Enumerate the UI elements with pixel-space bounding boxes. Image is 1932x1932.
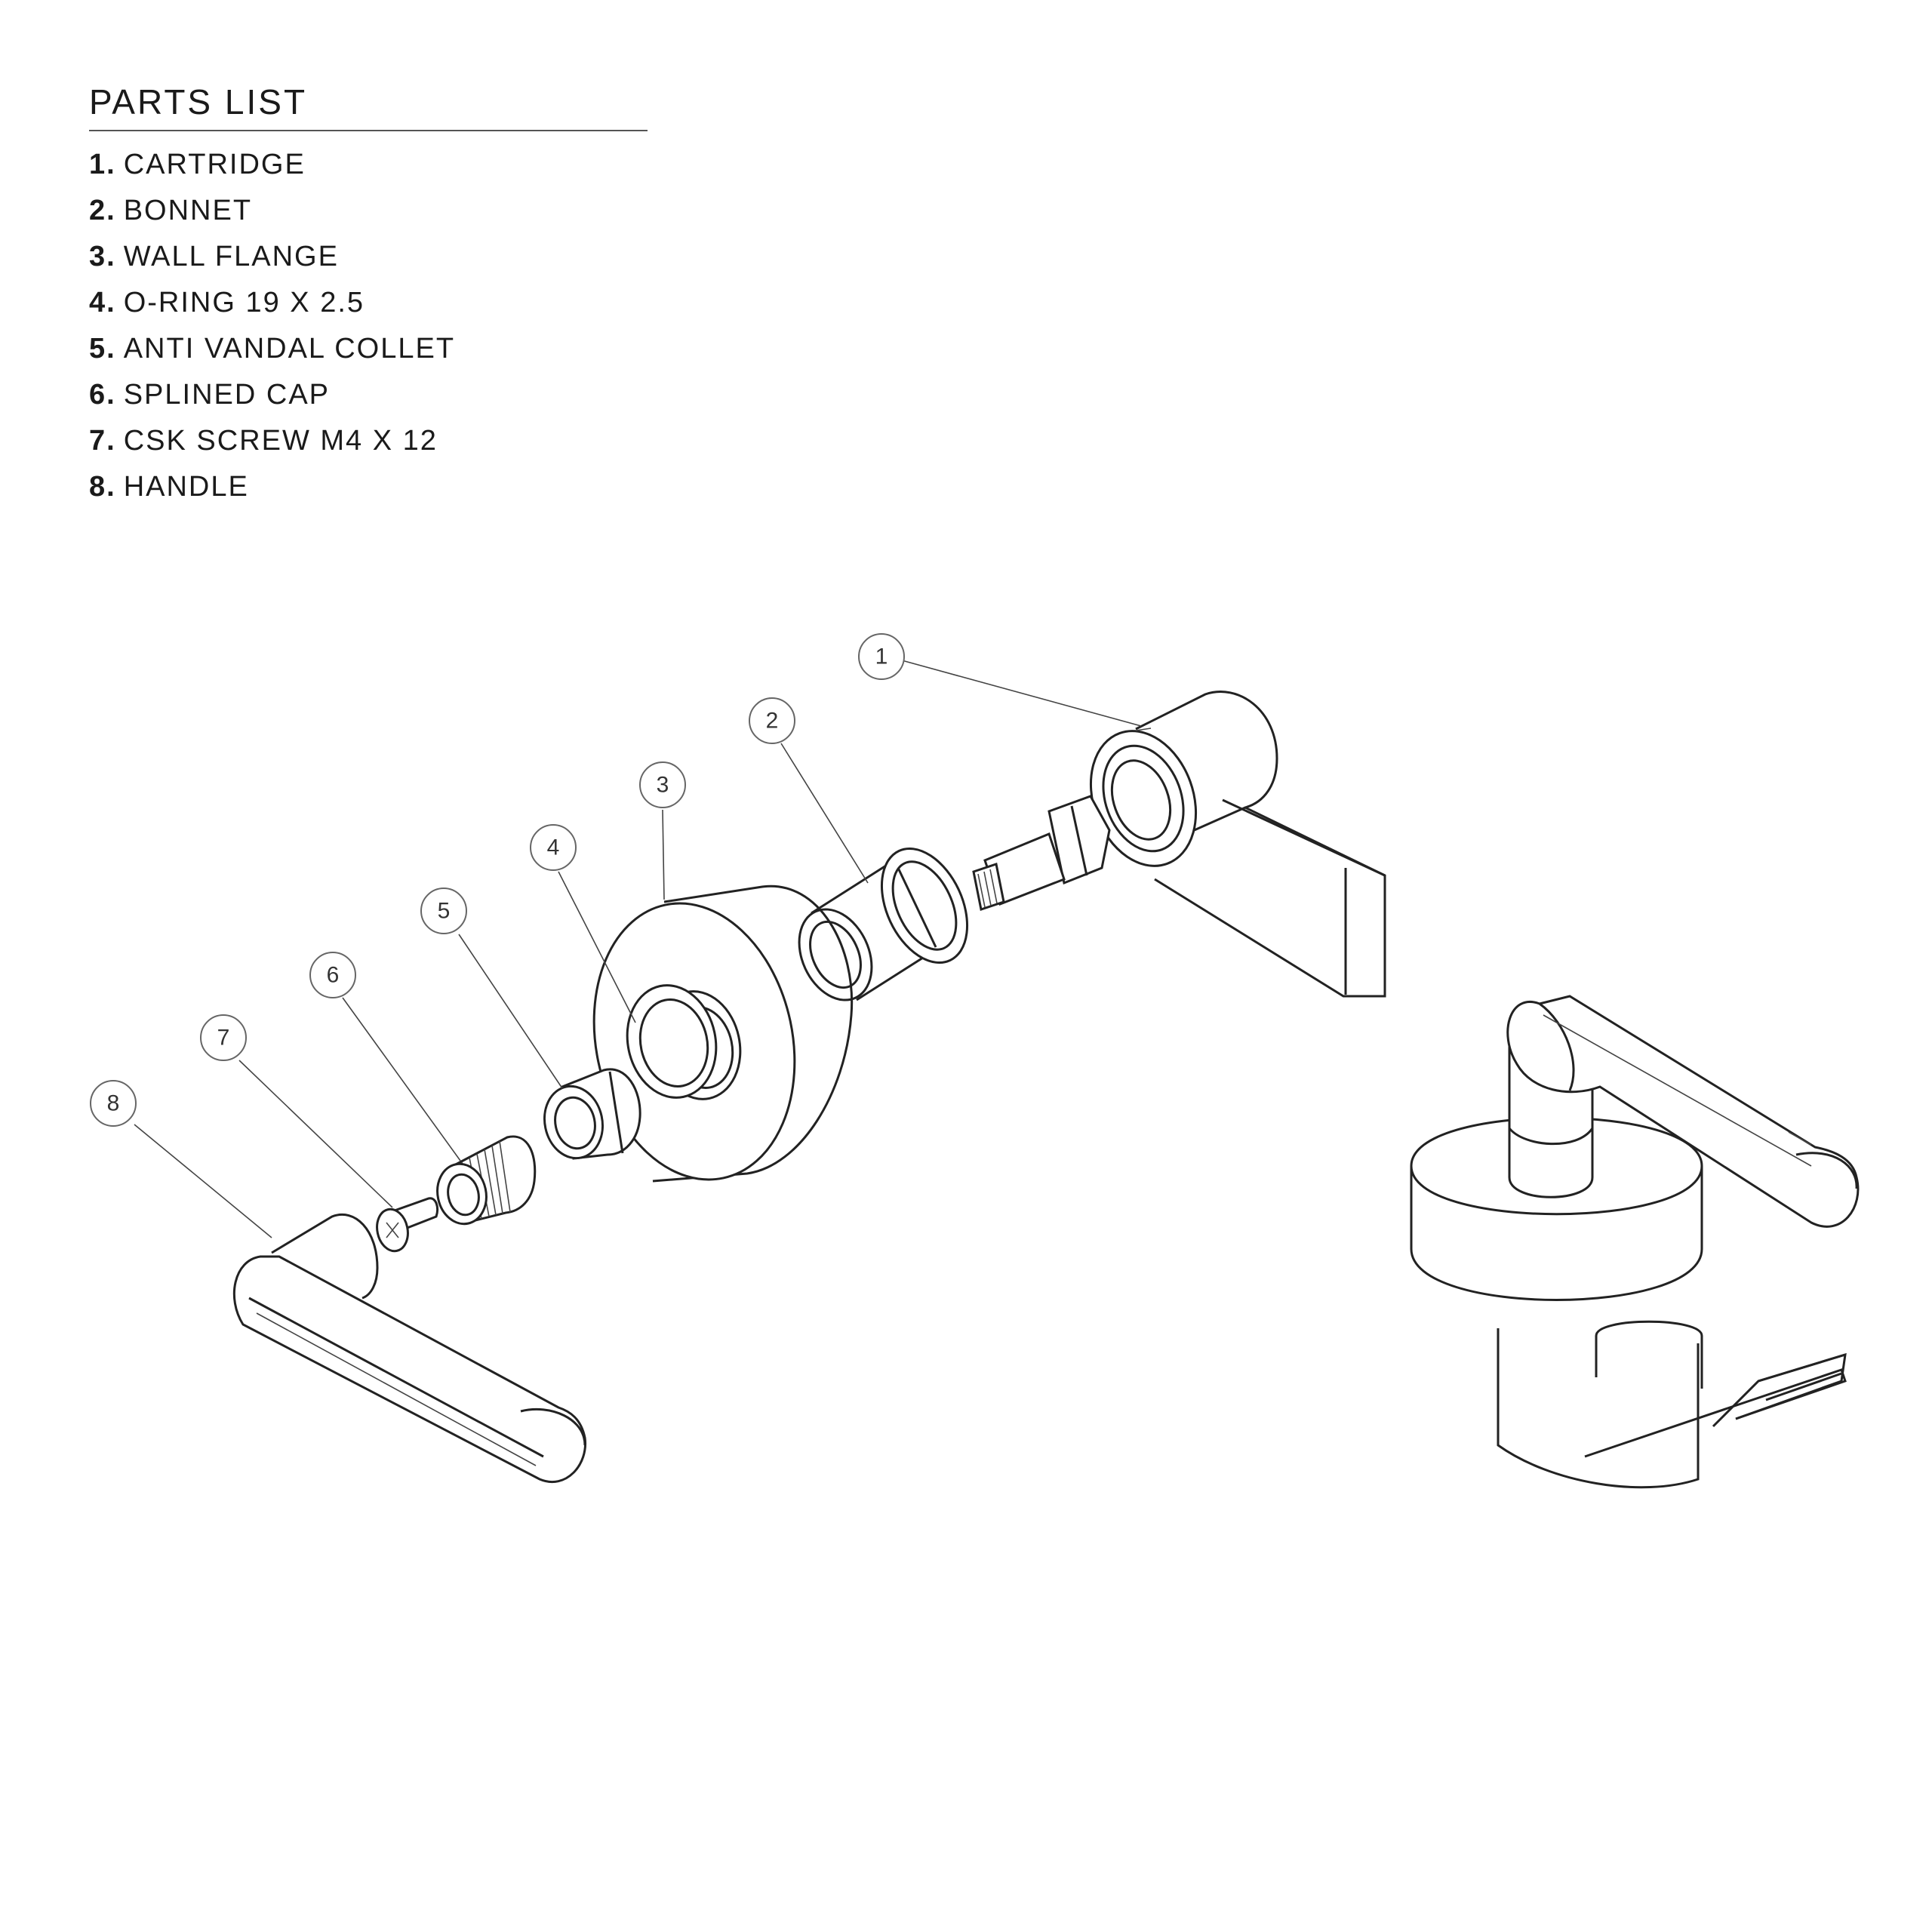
- part-name: WALL FLANGE: [123, 241, 339, 272]
- bonnet-part: [798, 847, 969, 1001]
- parts-list-item: 5.ANTI VANDAL COLLET: [89, 326, 648, 372]
- balloon-number: 2: [766, 709, 779, 734]
- parts-list-item: 6.SPLINED CAP: [89, 372, 648, 418]
- part-number: 8.: [89, 471, 116, 503]
- part-name: HANDLE: [123, 471, 249, 503]
- part-number: 5.: [89, 333, 116, 365]
- leader-line-5: [458, 934, 563, 1089]
- balloon-number: 6: [327, 963, 340, 988]
- parts-list-item: 4.O-RING 19 X 2.5: [89, 280, 648, 326]
- leader-lines: [134, 660, 1142, 1238]
- part-number: 6.: [89, 379, 116, 411]
- balloon-8: 8: [90, 1080, 137, 1127]
- parts-list-title: PARTS LIST: [89, 82, 648, 131]
- leader-line-8: [134, 1124, 272, 1238]
- part-number: 4.: [89, 287, 116, 318]
- balloon-number: 1: [875, 645, 888, 669]
- parts-list-item: 2.BONNET: [89, 188, 648, 234]
- leader-line-3: [662, 809, 665, 900]
- leader-line-7: [238, 1060, 393, 1208]
- balloon-1: 1: [858, 633, 905, 680]
- balloon-3: 3: [639, 761, 686, 808]
- balloon-number: 4: [547, 835, 560, 860]
- leader-line-1: [901, 660, 1142, 727]
- leader-line-2: [780, 743, 869, 884]
- parts-list-items: 1.CARTRIDGE 2.BONNET 3.WALL FLANGE 4.O-R…: [89, 142, 648, 510]
- balloon-number: 3: [657, 773, 669, 798]
- balloon-6: 6: [309, 952, 356, 998]
- anti-vandal-collet-part: [543, 1068, 641, 1160]
- balloon-2: 2: [749, 697, 795, 744]
- balloon-number: 5: [438, 899, 451, 924]
- o-ring-part: [626, 984, 718, 1099]
- parts-list-item: 1.CARTRIDGE: [89, 142, 648, 188]
- balloon-7: 7: [200, 1014, 247, 1061]
- balloon-number: 7: [217, 1026, 230, 1051]
- part-name: SPLINED CAP: [123, 379, 331, 411]
- part-name: CSK SCREW M4 X 12: [123, 425, 438, 457]
- assembled-view: [1410, 995, 1860, 1489]
- parts-list-item: 8.HANDLE: [89, 464, 648, 510]
- parts-list: PARTS LIST 1.CARTRIDGE 2.BONNET 3.WALL F…: [89, 82, 648, 510]
- part-name: BONNET: [123, 195, 253, 226]
- parts-list-item: 3.WALL FLANGE: [89, 234, 648, 280]
- leader-line-6: [342, 997, 461, 1161]
- leader-line-4: [558, 871, 636, 1023]
- splined-cap-part: [436, 1135, 537, 1226]
- balloon-5: 5: [420, 888, 467, 934]
- part-number: 7.: [89, 425, 116, 457]
- part-number: 1.: [89, 149, 116, 180]
- part-name: O-RING 19 X 2.5: [123, 287, 365, 318]
- balloon-number: 8: [107, 1091, 120, 1116]
- cartridge-part: [972, 691, 1386, 998]
- part-number: 3.: [89, 241, 116, 272]
- part-name: CARTRIDGE: [123, 149, 306, 180]
- part-name: ANTI VANDAL COLLET: [123, 333, 456, 365]
- csk-screw-part: [376, 1197, 439, 1253]
- handle-part: [232, 1213, 587, 1484]
- parts-list-item: 7.CSK SCREW M4 X 12: [89, 418, 648, 464]
- part-number: 2.: [89, 195, 116, 226]
- balloon-4: 4: [530, 824, 577, 871]
